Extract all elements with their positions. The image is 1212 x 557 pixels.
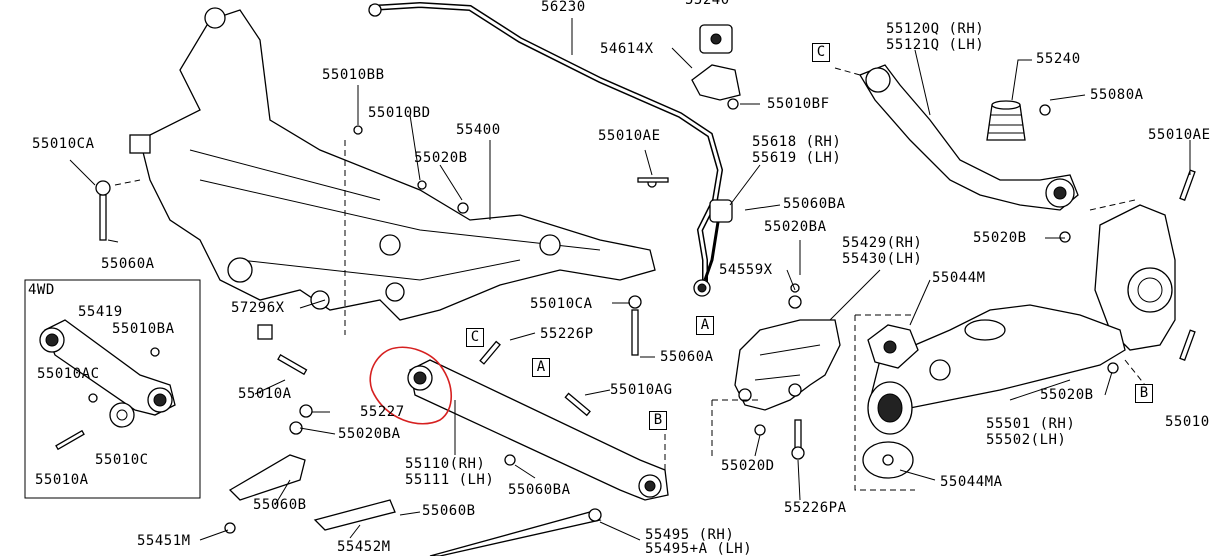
label-55121q: 55121Q (LH): [886, 37, 985, 53]
label-55060ba-low: 55060BA: [508, 482, 571, 498]
connecting-rod-55618: [703, 199, 733, 281]
label-55010ae-right: 55010AE: [1148, 127, 1211, 143]
label-55240: 55240: [1036, 51, 1081, 67]
subframe-55400: [129, 7, 656, 321]
label-55010ag: 55010AG: [610, 382, 673, 398]
label-55618: 55618 (RH): [752, 134, 842, 150]
label-55020ba-low: 55020BA: [338, 426, 401, 442]
label-55120q: 55120Q (RH): [886, 21, 985, 37]
label-55020b-low: 55020B: [1040, 387, 1094, 403]
marker-b-left: B: [649, 411, 667, 430]
label-55060a-left: 55060A: [101, 256, 155, 272]
knuckle-right: [1094, 204, 1176, 351]
marker-b-right: B: [1135, 384, 1153, 403]
label-55060a-mid: 55060A: [660, 349, 714, 365]
label-55044ma: 55044MA: [940, 474, 1003, 490]
label-55010ca-left: 55010CA: [32, 136, 95, 152]
label-54559x: 54559X: [719, 262, 773, 278]
marker-c-lower: C: [466, 328, 484, 347]
label-55010bd: 55010BD: [368, 105, 431, 121]
inset-4wd: [24, 279, 201, 499]
inset-label-55419: 55419: [78, 304, 123, 320]
label-57296x: 57296X: [231, 300, 285, 316]
stabilizer-bar-56230: [368, 1, 724, 297]
label-55111: 55111 (LH): [405, 472, 495, 488]
label-55044m: 55044M: [932, 270, 986, 286]
label-55010bf: 55010BF: [767, 96, 830, 112]
inset-label-55010c: 55010C: [95, 452, 149, 468]
lower-arm-55110: [407, 359, 669, 501]
label-55452m: 55452M: [337, 539, 391, 555]
label-55495: 55495 (RH): [645, 527, 735, 543]
lower-link-55501: [869, 304, 1126, 411]
label-55020b-right: 55020B: [973, 230, 1027, 246]
label-55502: 55502(LH): [986, 432, 1067, 448]
marker-a-left: A: [532, 358, 550, 377]
label-55010a: 55010A: [238, 386, 292, 402]
label-55020b-top: 55020B: [414, 150, 468, 166]
inset-title-4wd: 4WD: [28, 282, 55, 298]
label-55619: 55619 (LH): [752, 150, 842, 166]
label-55110: 55110(RH): [405, 456, 486, 472]
label-55501: 55501 (RH): [986, 416, 1076, 432]
leader-lines: [69, 18, 1191, 541]
label-55226p: 55226P: [540, 326, 594, 342]
bottom-brackets: [224, 454, 602, 556]
inset-label-55010a: 55010A: [35, 472, 89, 488]
label-55226pa: 55226PA: [784, 500, 847, 516]
label-55451m: 55451M: [137, 533, 191, 549]
upper-link-55120q: [859, 64, 1079, 211]
label-55020d: 55020D: [721, 458, 775, 474]
label-55080a: 55080A: [1090, 87, 1144, 103]
label-55430: 55430(LH): [842, 251, 923, 267]
label-56230: 56230: [541, 0, 586, 15]
label-55227: 55227: [360, 404, 405, 420]
marker-a-right: A: [696, 316, 714, 335]
label-55010ae: 55010AE: [598, 128, 661, 144]
highlight-circle: [369, 346, 452, 425]
bushing-54614x: [691, 24, 741, 110]
label-55010ca-mid: 55010CA: [530, 296, 593, 312]
bracket-55429: [734, 319, 841, 411]
label-55020ba-mid: 55020BA: [764, 219, 827, 235]
label-55060b-a: 55060B: [253, 497, 307, 513]
marker-c-upper: C: [812, 43, 830, 62]
inset-label-55010ba: 55010BA: [112, 321, 175, 337]
bump-stop-55240: [986, 100, 1051, 141]
fasteners: [95, 125, 1196, 466]
label-55495a: 55495+A (LH): [645, 541, 753, 557]
label-55060b-b: 55060B: [422, 503, 476, 519]
spring-seat-55044m: [854, 314, 919, 491]
inset-label-55010ac: 55010AC: [37, 366, 100, 382]
label-top-partial: 55240: [685, 0, 730, 8]
label-55010-edge: 55010: [1165, 414, 1210, 430]
label-55060ba-top: 55060BA: [783, 196, 846, 212]
label-55429: 55429(RH): [842, 235, 923, 251]
label-55400: 55400: [456, 122, 501, 138]
label-54614x: 54614X: [600, 41, 654, 57]
label-55010bb: 55010BB: [322, 67, 385, 83]
